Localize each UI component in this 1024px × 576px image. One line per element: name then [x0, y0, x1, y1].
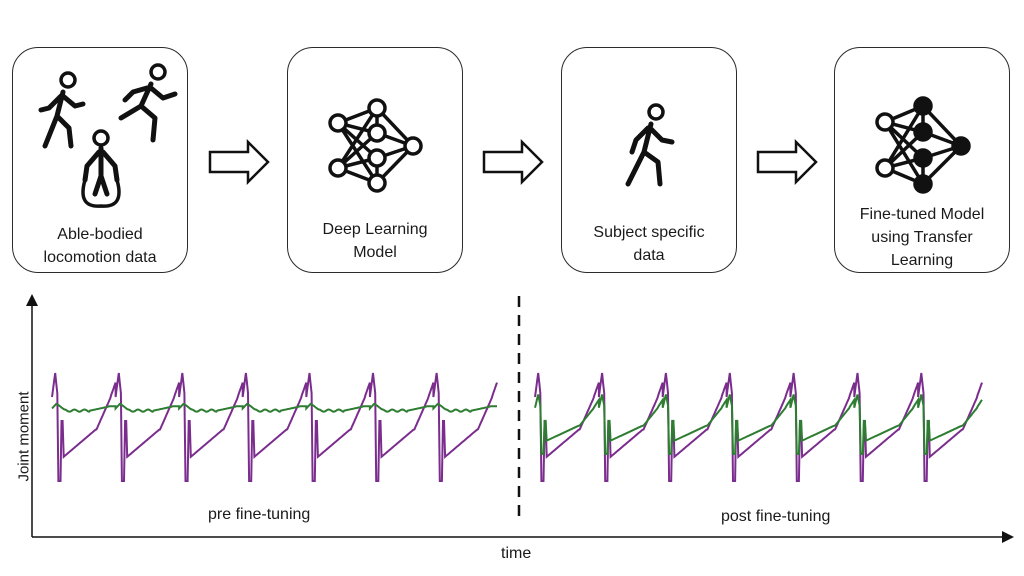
box-deep-learning-model: Deep Learning Model	[287, 47, 463, 273]
box-able-bodied-data: Able-bodied locomotion data	[12, 47, 188, 273]
pre-fine-tuning-caption: pre fine-tuning	[208, 506, 311, 523]
series-line-purple-pre	[51, 372, 498, 482]
right-arrow-icon	[482, 138, 544, 186]
box-label-fine-tuned: Fine-tuned Model using Transfer Learning	[859, 206, 985, 269]
y-axis-label: Joint moment	[15, 391, 33, 482]
x-axis-label: time	[501, 545, 532, 562]
right-arrow-icon	[208, 138, 270, 186]
post-fine-tuning-caption: post fine-tuning	[721, 508, 831, 525]
box-label-able-bodied: Able-bodied locomotion data	[43, 226, 157, 266]
walking-person-icon	[625, 103, 675, 187]
box-fine-tuned-model: Fine-tuned Model using Transfer Learning	[834, 47, 1010, 273]
neural-network-icon	[328, 98, 423, 193]
series-line-green-post	[534, 394, 983, 455]
box-label-deep-learning: Deep Learning Model	[322, 221, 428, 261]
people-activities-icon	[38, 63, 178, 208]
box-label-subject-specific: Subject specific data	[593, 224, 705, 264]
series-line-purple-post	[534, 372, 983, 482]
box-subject-specific-data: Subject specific data	[561, 47, 737, 273]
right-arrow-icon	[756, 138, 818, 186]
series-line-green-pre	[51, 402, 497, 413]
fine-tuned-network-icon	[875, 96, 971, 194]
